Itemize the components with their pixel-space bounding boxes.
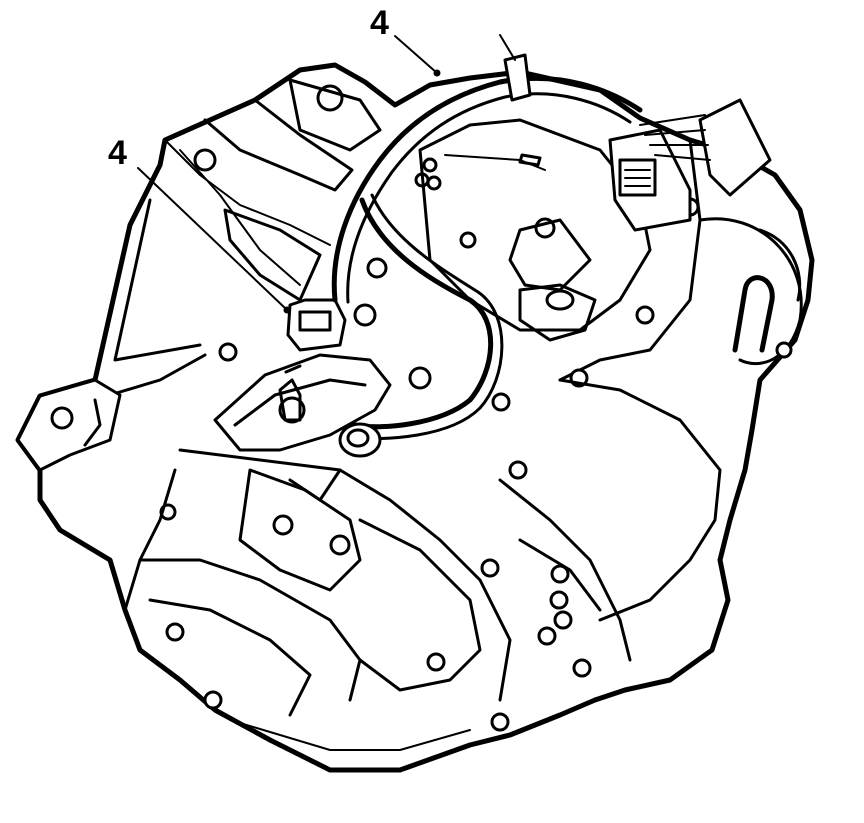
shift-shaft-nut <box>278 396 306 424</box>
harness-grommet-inner <box>346 428 370 448</box>
bolt <box>550 564 570 584</box>
bell-rib-1 <box>164 139 331 246</box>
clip-tail <box>499 34 516 61</box>
callout-leader-top <box>394 35 438 74</box>
left-mount-detail <box>83 398 102 447</box>
bolt <box>459 231 477 249</box>
harness-clip <box>503 53 532 102</box>
shift-shaft-tip <box>284 364 302 374</box>
bolts <box>159 197 793 732</box>
case-boss-2 <box>518 283 597 342</box>
wiring-harness-inner <box>346 92 632 304</box>
small-hole-a <box>422 157 438 173</box>
bolt <box>203 690 223 710</box>
bolt <box>329 534 351 556</box>
bolt <box>553 610 573 630</box>
axle-seal <box>732 275 775 353</box>
main-connector <box>608 128 692 232</box>
callout-label-left: 4 <box>108 134 127 172</box>
callout-leader-left-dot <box>283 306 291 314</box>
bolt <box>480 558 500 578</box>
bolt <box>490 712 510 732</box>
lower-case-rib-3 <box>123 468 177 612</box>
upper-left-hole <box>193 148 217 172</box>
range-switch-rib <box>233 378 367 427</box>
lower-case-rib-2 <box>148 598 312 717</box>
callout-leader-top-dot <box>433 69 441 77</box>
main-connector-face <box>618 158 657 197</box>
bolt <box>272 514 294 536</box>
bell-rib-2 <box>179 149 301 286</box>
bolt <box>775 341 793 359</box>
bolt <box>635 305 655 325</box>
bell-flange <box>203 98 354 192</box>
right-cover <box>698 217 803 366</box>
lower-case-block <box>178 448 512 702</box>
bell-flange-lower <box>223 208 322 302</box>
valve-body-outline <box>418 118 652 332</box>
small-tab <box>518 153 542 167</box>
bolt <box>537 626 557 646</box>
bell-housing-inner <box>113 198 202 362</box>
right-lower-rib <box>498 478 632 662</box>
connector-pins <box>624 169 651 187</box>
cover-rim <box>758 228 802 302</box>
housing-outline <box>15 62 815 773</box>
bolt <box>408 366 432 390</box>
bolt <box>366 257 388 279</box>
bolt <box>491 392 511 412</box>
sensor-connector <box>286 298 347 352</box>
bolt <box>218 342 238 362</box>
valve-cover-edge <box>358 518 482 692</box>
callout-leader-left <box>137 167 286 309</box>
wiring-harness-branch-inner <box>353 193 504 441</box>
plug-wires <box>639 114 711 161</box>
lower-case-rib-1 <box>138 558 362 702</box>
right-lower-rib-2 <box>518 538 602 612</box>
bolt <box>508 460 528 480</box>
wiring-harness-outer <box>331 75 643 303</box>
valve-cover-top <box>238 468 362 592</box>
bolt <box>426 652 446 672</box>
small-hole-c <box>426 175 442 191</box>
boss-hole-1 <box>534 217 556 239</box>
shift-shaft <box>278 378 302 422</box>
wiring-harness-branch <box>352 197 494 430</box>
top-mount-hole <box>316 84 344 112</box>
left-mount-hole <box>50 406 74 430</box>
boss-hole-2 <box>545 289 575 311</box>
bolt <box>572 658 592 678</box>
bolt <box>165 622 185 642</box>
bolt <box>353 303 377 327</box>
bolt <box>549 590 569 610</box>
top-mount-boss <box>288 78 382 152</box>
harness-plug <box>698 98 772 197</box>
right-lower-case <box>558 378 722 622</box>
callout-label-top: 4 <box>370 4 389 42</box>
bottom-edge-detail <box>229 719 471 751</box>
